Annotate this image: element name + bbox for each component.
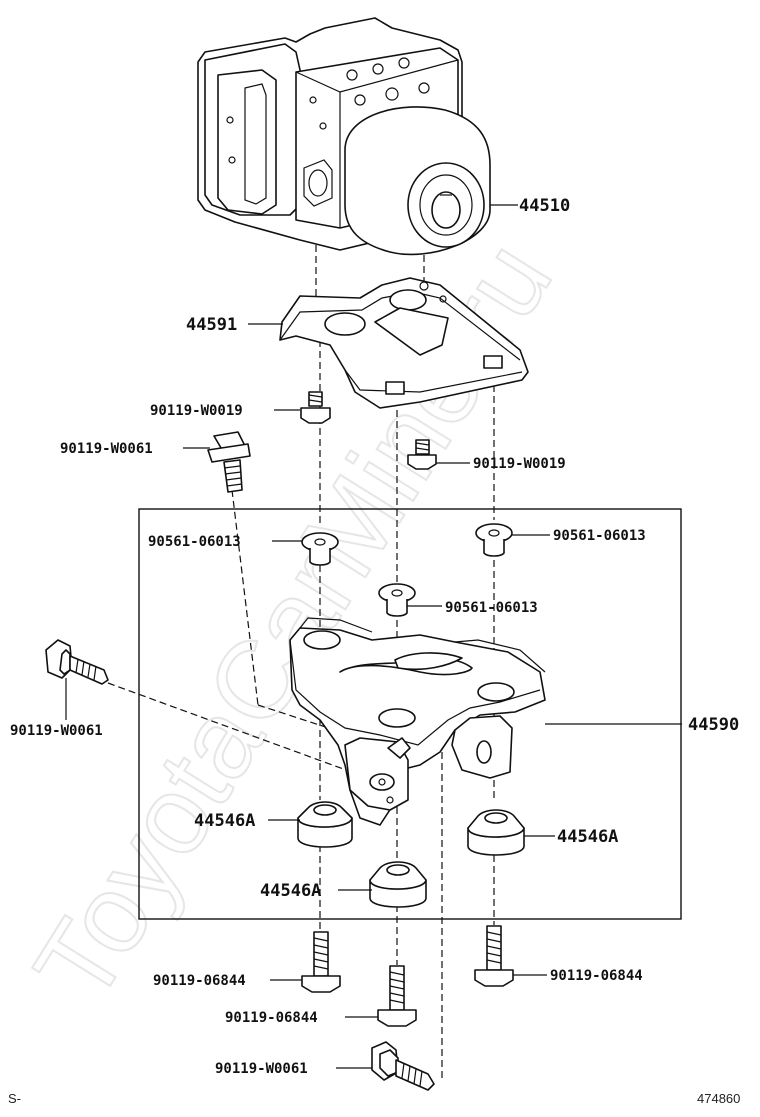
label-90119-06844-b: 90119-06844 (550, 968, 643, 984)
bolt-90119-06844-b (474, 925, 514, 987)
label-90119-w0061-b: 90119-W0061 (10, 723, 103, 739)
bolt-90119-w0061-a (207, 431, 251, 493)
footer-illustration-number: 474860 (697, 1091, 740, 1106)
bracket-44590 (289, 617, 546, 826)
label-90561-06013-a: 90561-06013 (148, 534, 241, 550)
abs-actuator-44510 (197, 17, 491, 256)
collar-90561-06013-b (475, 523, 513, 557)
label-44546a-c: 44546A (260, 881, 321, 901)
bolt-90119-w0019-a (300, 391, 331, 424)
label-90561-06013-c: 90561-06013 (445, 600, 538, 616)
mount-44546a-c (369, 861, 427, 908)
label-90119-w0019-b: 90119-W0019 (473, 456, 566, 472)
label-90119-w0061-c: 90119-W0061 (215, 1061, 308, 1077)
bracket-44591 (279, 277, 529, 409)
label-90119-06844-a: 90119-06844 (153, 973, 246, 989)
label-90561-06013-b: 90561-06013 (553, 528, 646, 544)
bolt-90119-w0061-c (371, 1041, 435, 1091)
footer-left-code: S- (8, 1091, 21, 1106)
label-44546a-a: 44546A (194, 811, 255, 831)
bolt-90119-06844-c (377, 965, 417, 1027)
label-90119-06844-c: 90119-06844 (225, 1010, 318, 1026)
label-44546a-b: 44546A (557, 827, 618, 847)
label-90119-w0061-a: 90119-W0061 (60, 441, 153, 457)
bolt-90119-w0061-b (45, 639, 109, 685)
collar-90561-06013-a (301, 532, 339, 566)
assembly-box-44590 (138, 508, 682, 920)
mount-44546a-a (297, 801, 353, 848)
mount-44546a-b (467, 809, 525, 856)
collar-90561-06013-c (378, 583, 416, 617)
bolt-90119-06844-a (301, 931, 341, 993)
label-44510: 44510 (519, 196, 570, 216)
bolt-90119-w0019-b (407, 439, 437, 470)
label-90119-w0019-a: 90119-W0019 (150, 403, 243, 419)
label-44590: 44590 (688, 715, 739, 735)
label-44591: 44591 (186, 315, 237, 335)
